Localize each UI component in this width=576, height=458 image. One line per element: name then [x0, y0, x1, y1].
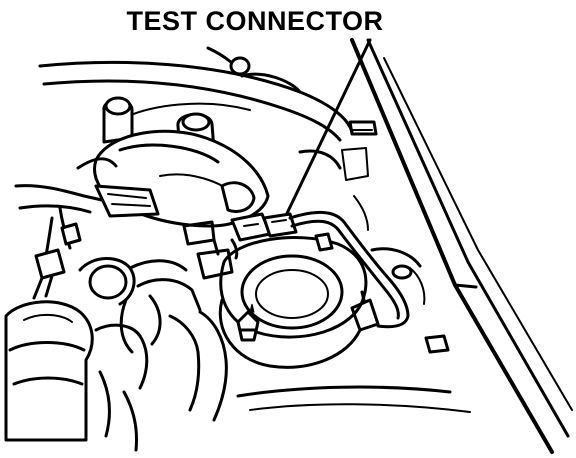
test-connector: [182, 212, 298, 280]
left-connectors: [32, 222, 82, 300]
wiring-harness: [14, 184, 160, 258]
inner-fender-panel: [236, 147, 471, 413]
lower-hoses: [78, 257, 228, 422]
strut-tower: [218, 232, 368, 369]
fender-edge: [350, 38, 573, 454]
brake-master-cylinder: [4, 300, 149, 452]
terminal-stud: [236, 303, 260, 342]
diagram-title: TEST CONNECTOR: [126, 6, 384, 36]
leader-line: [278, 38, 372, 230]
